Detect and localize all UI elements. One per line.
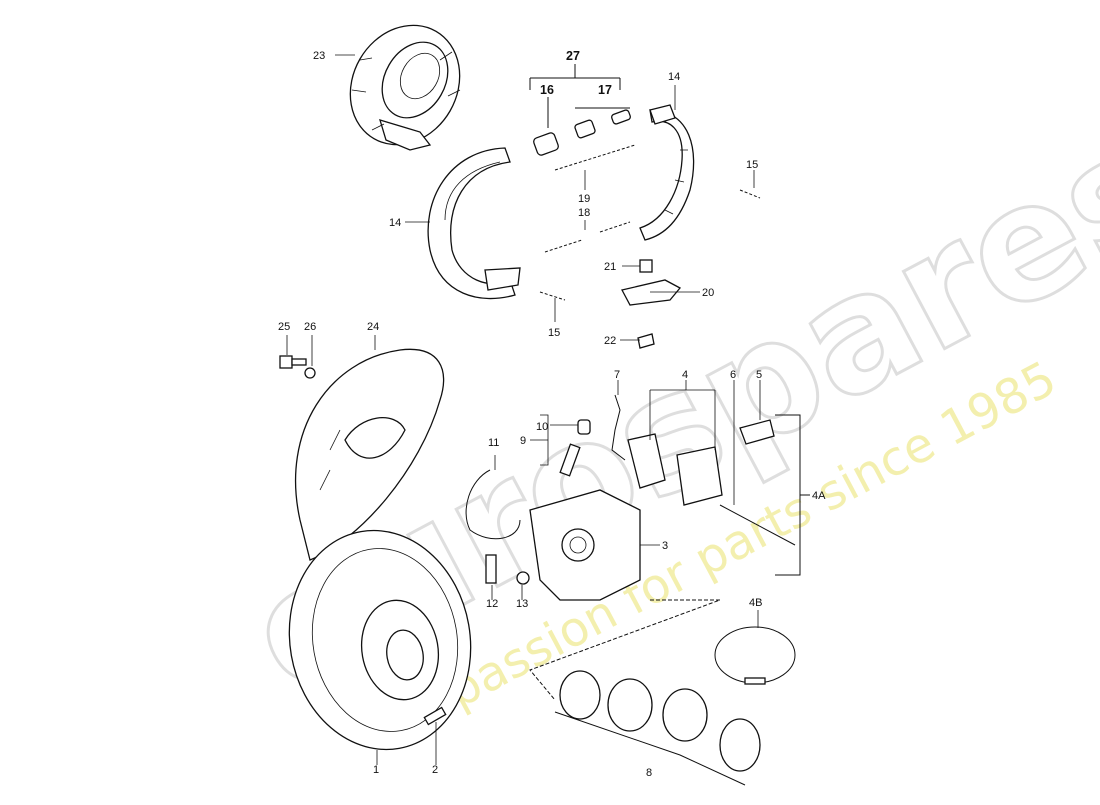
label-4A: 4A <box>812 490 826 502</box>
label-11: 11 <box>488 437 499 449</box>
bleed-valve-9[interactable] <box>559 419 591 477</box>
bolt-25[interactable] <box>279 355 307 369</box>
dust-shield-24[interactable] <box>295 348 445 561</box>
label-19: 19 <box>578 193 590 205</box>
leader-lines <box>286 54 761 765</box>
label-7: 7 <box>614 369 620 381</box>
adjuster-assembly-27[interactable] <box>529 64 636 253</box>
bolt-2[interactable] <box>423 706 447 726</box>
label-5: 5 <box>756 369 762 381</box>
label-10: 10 <box>536 421 548 433</box>
label-13: 13 <box>516 598 528 610</box>
backing-plate-23[interactable] <box>329 5 481 164</box>
washer-26[interactable] <box>304 367 316 379</box>
brake-pads-4[interactable] <box>627 433 723 506</box>
label-18: 18 <box>578 207 590 219</box>
label-22: 22 <box>604 335 616 347</box>
label-24: 24 <box>367 321 379 333</box>
label-12: 12 <box>486 598 498 610</box>
spreader-spring-5[interactable] <box>739 419 775 445</box>
repair-kit-8[interactable] <box>554 670 761 786</box>
label-20: 20 <box>702 287 714 299</box>
label-4B: 4B <box>749 597 762 609</box>
sensor-wire-4B[interactable] <box>714 626 796 685</box>
label-2: 2 <box>432 764 438 776</box>
wear-sensor-7[interactable] <box>611 394 626 461</box>
brake-shoe-14-left[interactable] <box>427 147 521 300</box>
label-15-left: 15 <box>548 327 560 339</box>
label-3: 3 <box>662 540 668 552</box>
label-14-left: 14 <box>389 217 401 229</box>
label-26: 26 <box>304 321 316 333</box>
washer-13[interactable] <box>516 571 530 585</box>
label-23: 23 <box>313 50 325 62</box>
spring-11[interactable] <box>465 469 521 540</box>
label-8: 8 <box>646 767 652 779</box>
leader-dashed <box>529 599 721 701</box>
callouts: 23 14 14 15 15 27 16 17 19 18 21 20 22 2… <box>278 49 826 779</box>
label-14-right: 14 <box>668 71 680 83</box>
label-27: 27 <box>566 49 580 63</box>
label-21: 21 <box>604 261 616 273</box>
label-16: 16 <box>540 83 554 97</box>
brake-shoe-14-right[interactable] <box>639 104 695 241</box>
label-25: 25 <box>278 321 290 333</box>
label-4: 4 <box>682 369 688 381</box>
retaining-pin-6[interactable] <box>719 504 796 546</box>
bracket-4A <box>775 414 810 576</box>
label-15-right: 15 <box>746 159 758 171</box>
spring-15[interactable] <box>539 189 761 301</box>
label-1: 1 <box>373 764 379 776</box>
label-6: 6 <box>730 369 736 381</box>
bolt-12[interactable] <box>485 554 497 584</box>
brake-disc-1[interactable] <box>272 516 487 764</box>
label-17: 17 <box>598 83 612 97</box>
label-9: 9 <box>520 435 526 447</box>
caliper-3[interactable] <box>529 489 641 601</box>
